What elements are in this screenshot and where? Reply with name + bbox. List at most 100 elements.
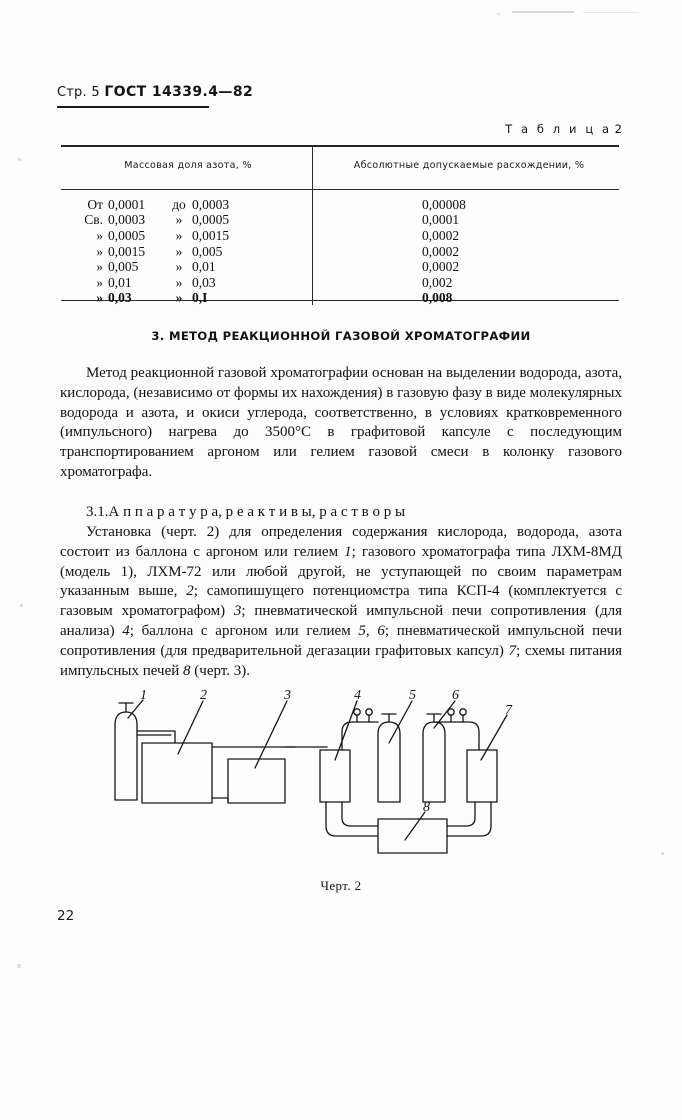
intro-paragraph-block: Метод реакционной газовой хроматографии … — [60, 364, 622, 483]
row-tolerance: 0,0002 — [422, 227, 460, 243]
scan-speck — [17, 964, 21, 968]
subsection-heading-block: 3.1.А п п а р а т у р а, р е а к т и в ы… — [60, 503, 622, 523]
equip-text-1: Установка (черт. 2) для определения соде… — [60, 524, 622, 560]
row-range-from: 0,01 — [108, 274, 132, 290]
leader-line-1 — [127, 699, 144, 719]
footer-page-number: 22 — [57, 908, 75, 924]
pipe-furnace4-to-unit8 — [325, 801, 379, 837]
row-range-from: 0,0015 — [108, 243, 146, 259]
furnace-7 — [466, 749, 498, 803]
leader-line-3 — [254, 700, 288, 769]
row-range-to: 0,005 — [192, 243, 223, 259]
row-tolerance: 0,0001 — [422, 212, 460, 228]
callout-label-2: 2 — [200, 688, 207, 703]
running-header: Стр. 5 ГОСТ 14339.4—82 — [57, 84, 253, 100]
table-header-rule — [61, 188, 619, 190]
row-range-from: 0,0005 — [108, 227, 146, 243]
leader-line-6 — [433, 700, 456, 729]
leader-line-4 — [334, 700, 358, 761]
apparatus-schematic-svg: 1 2 3 4 5 6 7 8 — [114, 688, 513, 854]
scan-speck — [18, 158, 21, 161]
row-range-from: 0,0003 — [108, 212, 146, 228]
table-top-rule — [61, 145, 619, 147]
manifold-4-to-5 — [341, 721, 379, 751]
figure-caption: Черт. 2 — [320, 878, 362, 893]
row-tolerance: 0,008 — [422, 290, 453, 306]
table-header-row: Массовая доля азота, % Абсолютные допуск… — [61, 147, 619, 189]
callout-label-5: 5 — [409, 688, 416, 703]
scan-artifact — [583, 12, 639, 13]
pipe-furnace4-inner — [341, 801, 379, 827]
row-range-from: 0,0001 — [108, 196, 146, 212]
manifold-6-to-7 — [433, 721, 480, 751]
box-2-chromatograph — [141, 742, 213, 804]
row-prefix: » — [96, 227, 103, 243]
pipe-cyl1-to-box2 — [136, 730, 176, 744]
power-unit-8 — [377, 818, 448, 854]
apparatus-schematic: 1 2 3 4 5 6 7 8 — [95, 688, 575, 868]
equip-text-7: ; схемы питания импульсных печей — [60, 642, 623, 679]
furnace-4 — [319, 749, 351, 803]
gas-cylinder-6 — [422, 721, 446, 803]
equip-callout-4: 4 — [122, 622, 130, 639]
scan-speck — [661, 852, 664, 855]
gas-cylinder-5 — [377, 721, 401, 803]
equip-callout-3: 3 — [233, 603, 242, 620]
box-3-potentiometer — [227, 758, 286, 804]
row-range-separator: » — [175, 212, 183, 228]
intro-paragraph: Метод реакционной газовой хроматографии … — [60, 365, 622, 480]
row-range-to: 0,01 — [192, 259, 216, 275]
equipment-paragraph-block: Установка (черт. 2) для определения соде… — [60, 523, 622, 681]
subsection-heading: 3.1.А п п а р а т у р а, р е а к т и в ы… — [60, 503, 622, 523]
column-header-tolerance: Абсолютные допускаемые расхождении, % — [353, 159, 585, 171]
leader-line-7 — [480, 714, 508, 761]
gauge-icon — [353, 708, 361, 716]
row-prefix: Св. — [84, 212, 103, 228]
equip-callout-5: 5, 6 — [358, 622, 385, 639]
equip-text-6: ; пневматической импульсной печи сопроти… — [60, 622, 622, 659]
equipment-paragraph: Установка (черт. 2) для определения соде… — [60, 523, 622, 681]
column-header-mass-fraction: Массовая доля азота, % — [124, 159, 252, 171]
leader-line-5 — [388, 700, 413, 744]
pipe-furnace7-to-unit8 — [446, 801, 492, 837]
gas-cylinder-1 — [114, 711, 138, 801]
row-prefix: » — [96, 290, 103, 306]
scan-speck — [20, 604, 23, 607]
equip-callout-6: 7 — [508, 642, 517, 659]
row-range-separator: до — [172, 196, 186, 212]
page-label: Стр. — [57, 85, 87, 100]
row-range-to: 0,0015 — [192, 227, 230, 243]
equip-callout-2: 2 — [186, 583, 194, 600]
row-range-separator: » — [175, 274, 183, 290]
row-tolerance: 0,0002 — [422, 243, 460, 259]
row-range-to: 0,I — [192, 290, 208, 306]
row-prefix: » — [96, 274, 103, 290]
table-caption-word: Т а б л и ц а — [505, 122, 612, 136]
equip-text-4: ; пневматической импульсной печи сопроти… — [60, 603, 622, 639]
header-rule — [57, 106, 209, 108]
callout-label-4: 4 — [354, 688, 361, 703]
pipe-box2-to-box3-bottom — [211, 797, 229, 803]
table-caption-number: 2 — [614, 122, 622, 136]
equip-text-3: ; самопишущего потенциомстра типа КСП-4 … — [60, 583, 623, 620]
row-prefix: От — [87, 196, 103, 212]
row-tolerance: 0,002 — [422, 274, 453, 290]
standard-designation: ГОСТ 14339.4—82 — [104, 84, 254, 100]
callout-label-7: 7 — [505, 703, 513, 718]
equip-text-8: (черт. 3). — [190, 662, 250, 679]
row-range-from: 0,005 — [108, 259, 139, 275]
gauge-icon — [459, 708, 467, 716]
scan-artifact — [512, 11, 574, 13]
table-column-divider — [312, 147, 314, 305]
callout-label-1: 1 — [140, 688, 147, 703]
